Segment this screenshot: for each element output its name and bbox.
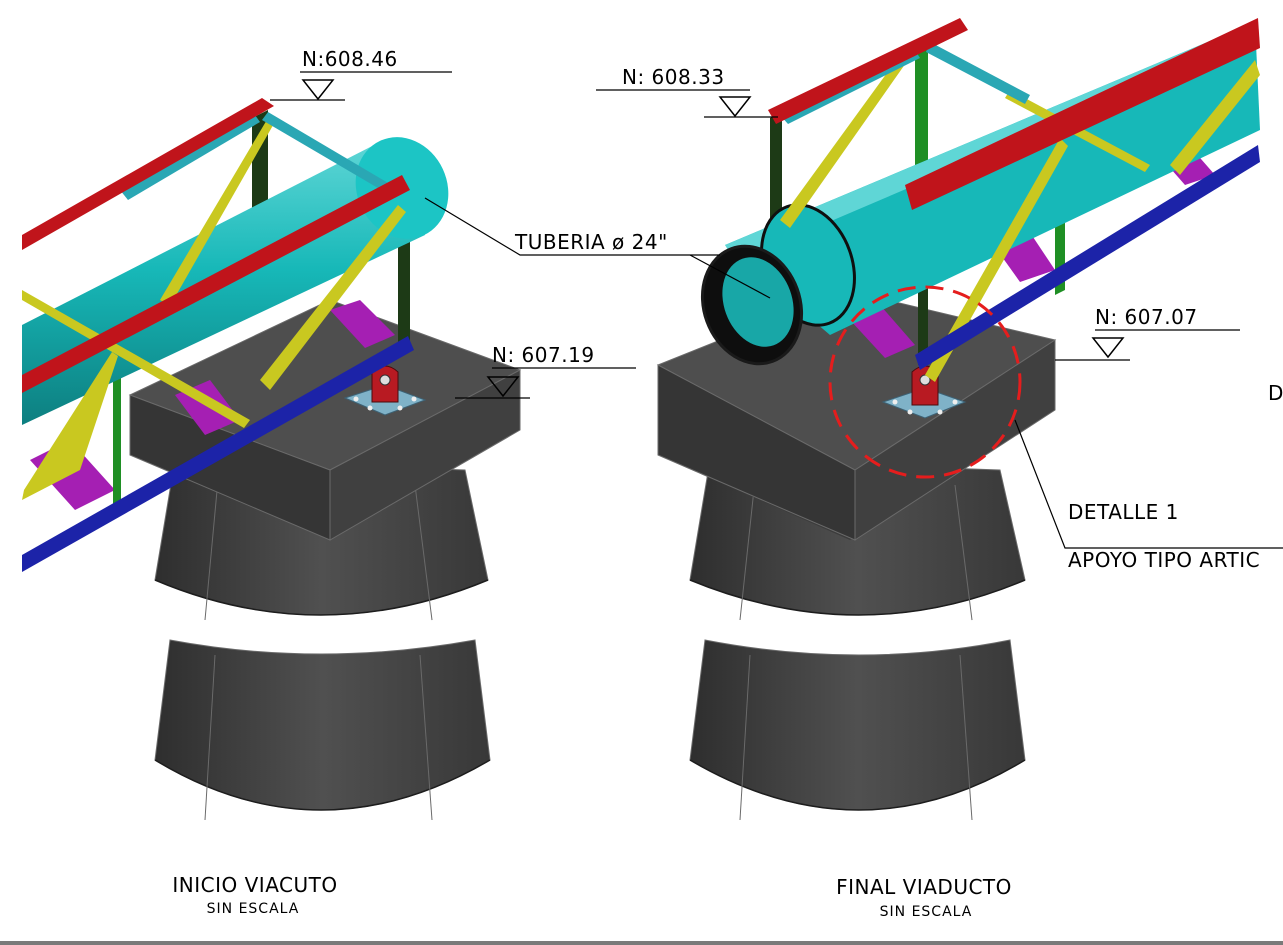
level-marker-right-top: N: 608.33 xyxy=(596,65,778,118)
bottom-border xyxy=(0,941,1283,945)
cut-off-label: D xyxy=(1268,381,1283,405)
level-label-right-top: N: 608.33 xyxy=(622,65,725,89)
view-title-right: FINAL VIADUCTO SIN ESCALA xyxy=(836,875,1012,920)
pipe-label: TUBERIA ø 24" xyxy=(514,230,668,254)
pipe-callout: TUBERIA ø 24" xyxy=(424,197,771,299)
left-truss xyxy=(22,98,449,572)
view-title-right-name: FINAL VIADUCTO xyxy=(836,875,1012,899)
view-title-left-scale: SIN ESCALA xyxy=(207,901,300,917)
view-title-left: INICIO VIACUTO SIN ESCALA xyxy=(172,873,337,917)
detail-subtitle: APOYO TIPO ARTIC xyxy=(1068,548,1260,572)
right-truss xyxy=(700,18,1260,382)
detail-title: DETALLE 1 xyxy=(1068,500,1179,524)
level-marker-left-top: N:608.46 xyxy=(270,47,452,101)
level-marker-left-support: N: 607.19 xyxy=(455,343,636,399)
level-label-right-support: N: 607.07 xyxy=(1095,305,1198,329)
view-title-left-name: INICIO VIACUTO xyxy=(172,873,337,897)
detail-callout: DETALLE 1 APOYO TIPO ARTIC D xyxy=(1014,381,1283,572)
view-title-right-scale: SIN ESCALA xyxy=(880,904,973,920)
level-label-left-support: N: 607.19 xyxy=(492,343,595,367)
level-marker-right-support: N: 607.07 xyxy=(1055,305,1240,361)
level-label-left-top: N:608.46 xyxy=(302,47,398,71)
detail-1-circle xyxy=(828,285,1022,479)
